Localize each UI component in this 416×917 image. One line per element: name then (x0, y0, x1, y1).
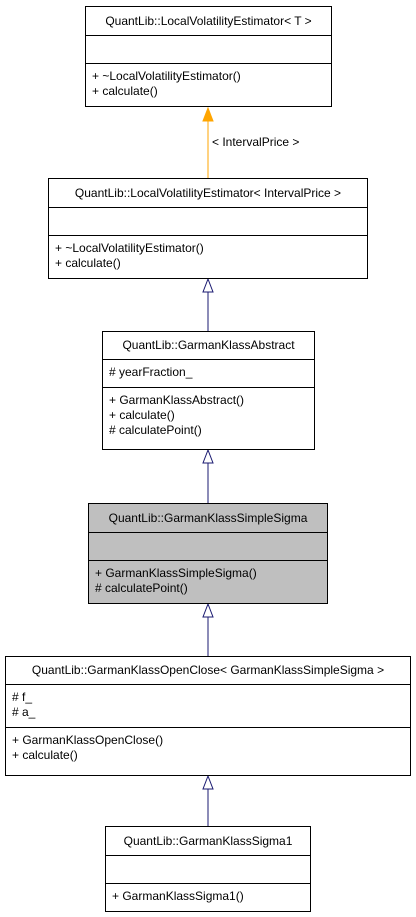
method-destructor: + ~LocalVolatilityEstimator() (55, 241, 204, 255)
class-methods: + GarmanKlassSigma1() (106, 883, 310, 906)
class-box-local-volatility-estimator-t[interactable]: QuantLib::LocalVolatilityEstimator< T > … (85, 6, 332, 107)
class-attributes (106, 855, 310, 883)
class-methods: + GarmanKlassSimpleSigma() # calculatePo… (89, 560, 327, 598)
edge-inheritance-arrowhead (202, 448, 214, 464)
attribute-f: # f_ (12, 690, 33, 704)
class-methods: + ~LocalVolatilityEstimator() + calculat… (49, 235, 367, 273)
class-attributes: # f_ # a_ (6, 684, 410, 727)
method-constructor: + GarmanKlassSigma1() (112, 889, 244, 903)
class-title: QuantLib::GarmanKlassSigma1 (123, 834, 293, 848)
method-constructor: + GarmanKlassOpenClose() (12, 733, 164, 747)
class-box-garman-klass-open-close[interactable]: QuantLib::GarmanKlassOpenClose< GarmanKl… (5, 656, 411, 776)
method-constructor: + GarmanKlassAbstract() (109, 393, 245, 407)
class-box-garman-klass-simple-sigma[interactable]: QuantLib::GarmanKlassSimpleSigma + Garma… (88, 503, 328, 604)
class-methods: + GarmanKlassAbstract() + calculate() # … (103, 387, 314, 440)
edge-template-label: < IntervalPrice > (212, 135, 300, 149)
method-destructor: + ~LocalVolatilityEstimator() (92, 69, 241, 83)
class-box-garman-klass-abstract[interactable]: QuantLib::GarmanKlassAbstract # yearFrac… (102, 331, 315, 450)
class-methods: + GarmanKlassOpenClose() + calculate() (6, 727, 410, 765)
class-title: QuantLib::GarmanKlassSimpleSigma (108, 511, 308, 525)
class-box-garman-klass-sigma1[interactable]: QuantLib::GarmanKlassSigma1 + GarmanKlas… (105, 826, 311, 912)
method-calculate: + calculate() (55, 256, 121, 270)
attribute-a: # a_ (12, 705, 36, 719)
method-calculate: + calculate() (109, 408, 175, 422)
edge-inheritance-arrowhead (202, 774, 214, 790)
edge-inheritance-arrowhead (202, 602, 214, 618)
method-calculate-point: # calculatePoint() (95, 581, 188, 595)
class-attributes (89, 532, 327, 560)
class-box-local-volatility-estimator-interval-price[interactable]: QuantLib::LocalVolatilityEstimator< Inte… (48, 178, 368, 279)
attribute-year-fraction: # yearFraction_ (109, 365, 193, 379)
class-title: QuantLib::GarmanKlassAbstract (122, 338, 295, 352)
class-attributes (49, 207, 367, 235)
method-calculate-point: # calculatePoint() (109, 423, 202, 437)
class-attributes: # yearFraction_ (103, 359, 314, 387)
class-title: QuantLib::LocalVolatilityEstimator< Inte… (74, 186, 342, 200)
class-attributes (86, 35, 331, 63)
edge-inheritance-arrowhead (202, 277, 214, 293)
class-title: QuantLib::LocalVolatilityEstimator< T > (105, 14, 312, 28)
method-calculate: + calculate() (92, 84, 158, 98)
method-calculate: + calculate() (12, 748, 78, 762)
method-constructor: + GarmanKlassSimpleSigma() (95, 566, 257, 580)
class-title: QuantLib::GarmanKlassOpenClose< GarmanKl… (31, 663, 385, 677)
class-methods: + ~LocalVolatilityEstimator() + calculat… (86, 63, 331, 101)
edge-template-arrowhead (202, 106, 214, 122)
